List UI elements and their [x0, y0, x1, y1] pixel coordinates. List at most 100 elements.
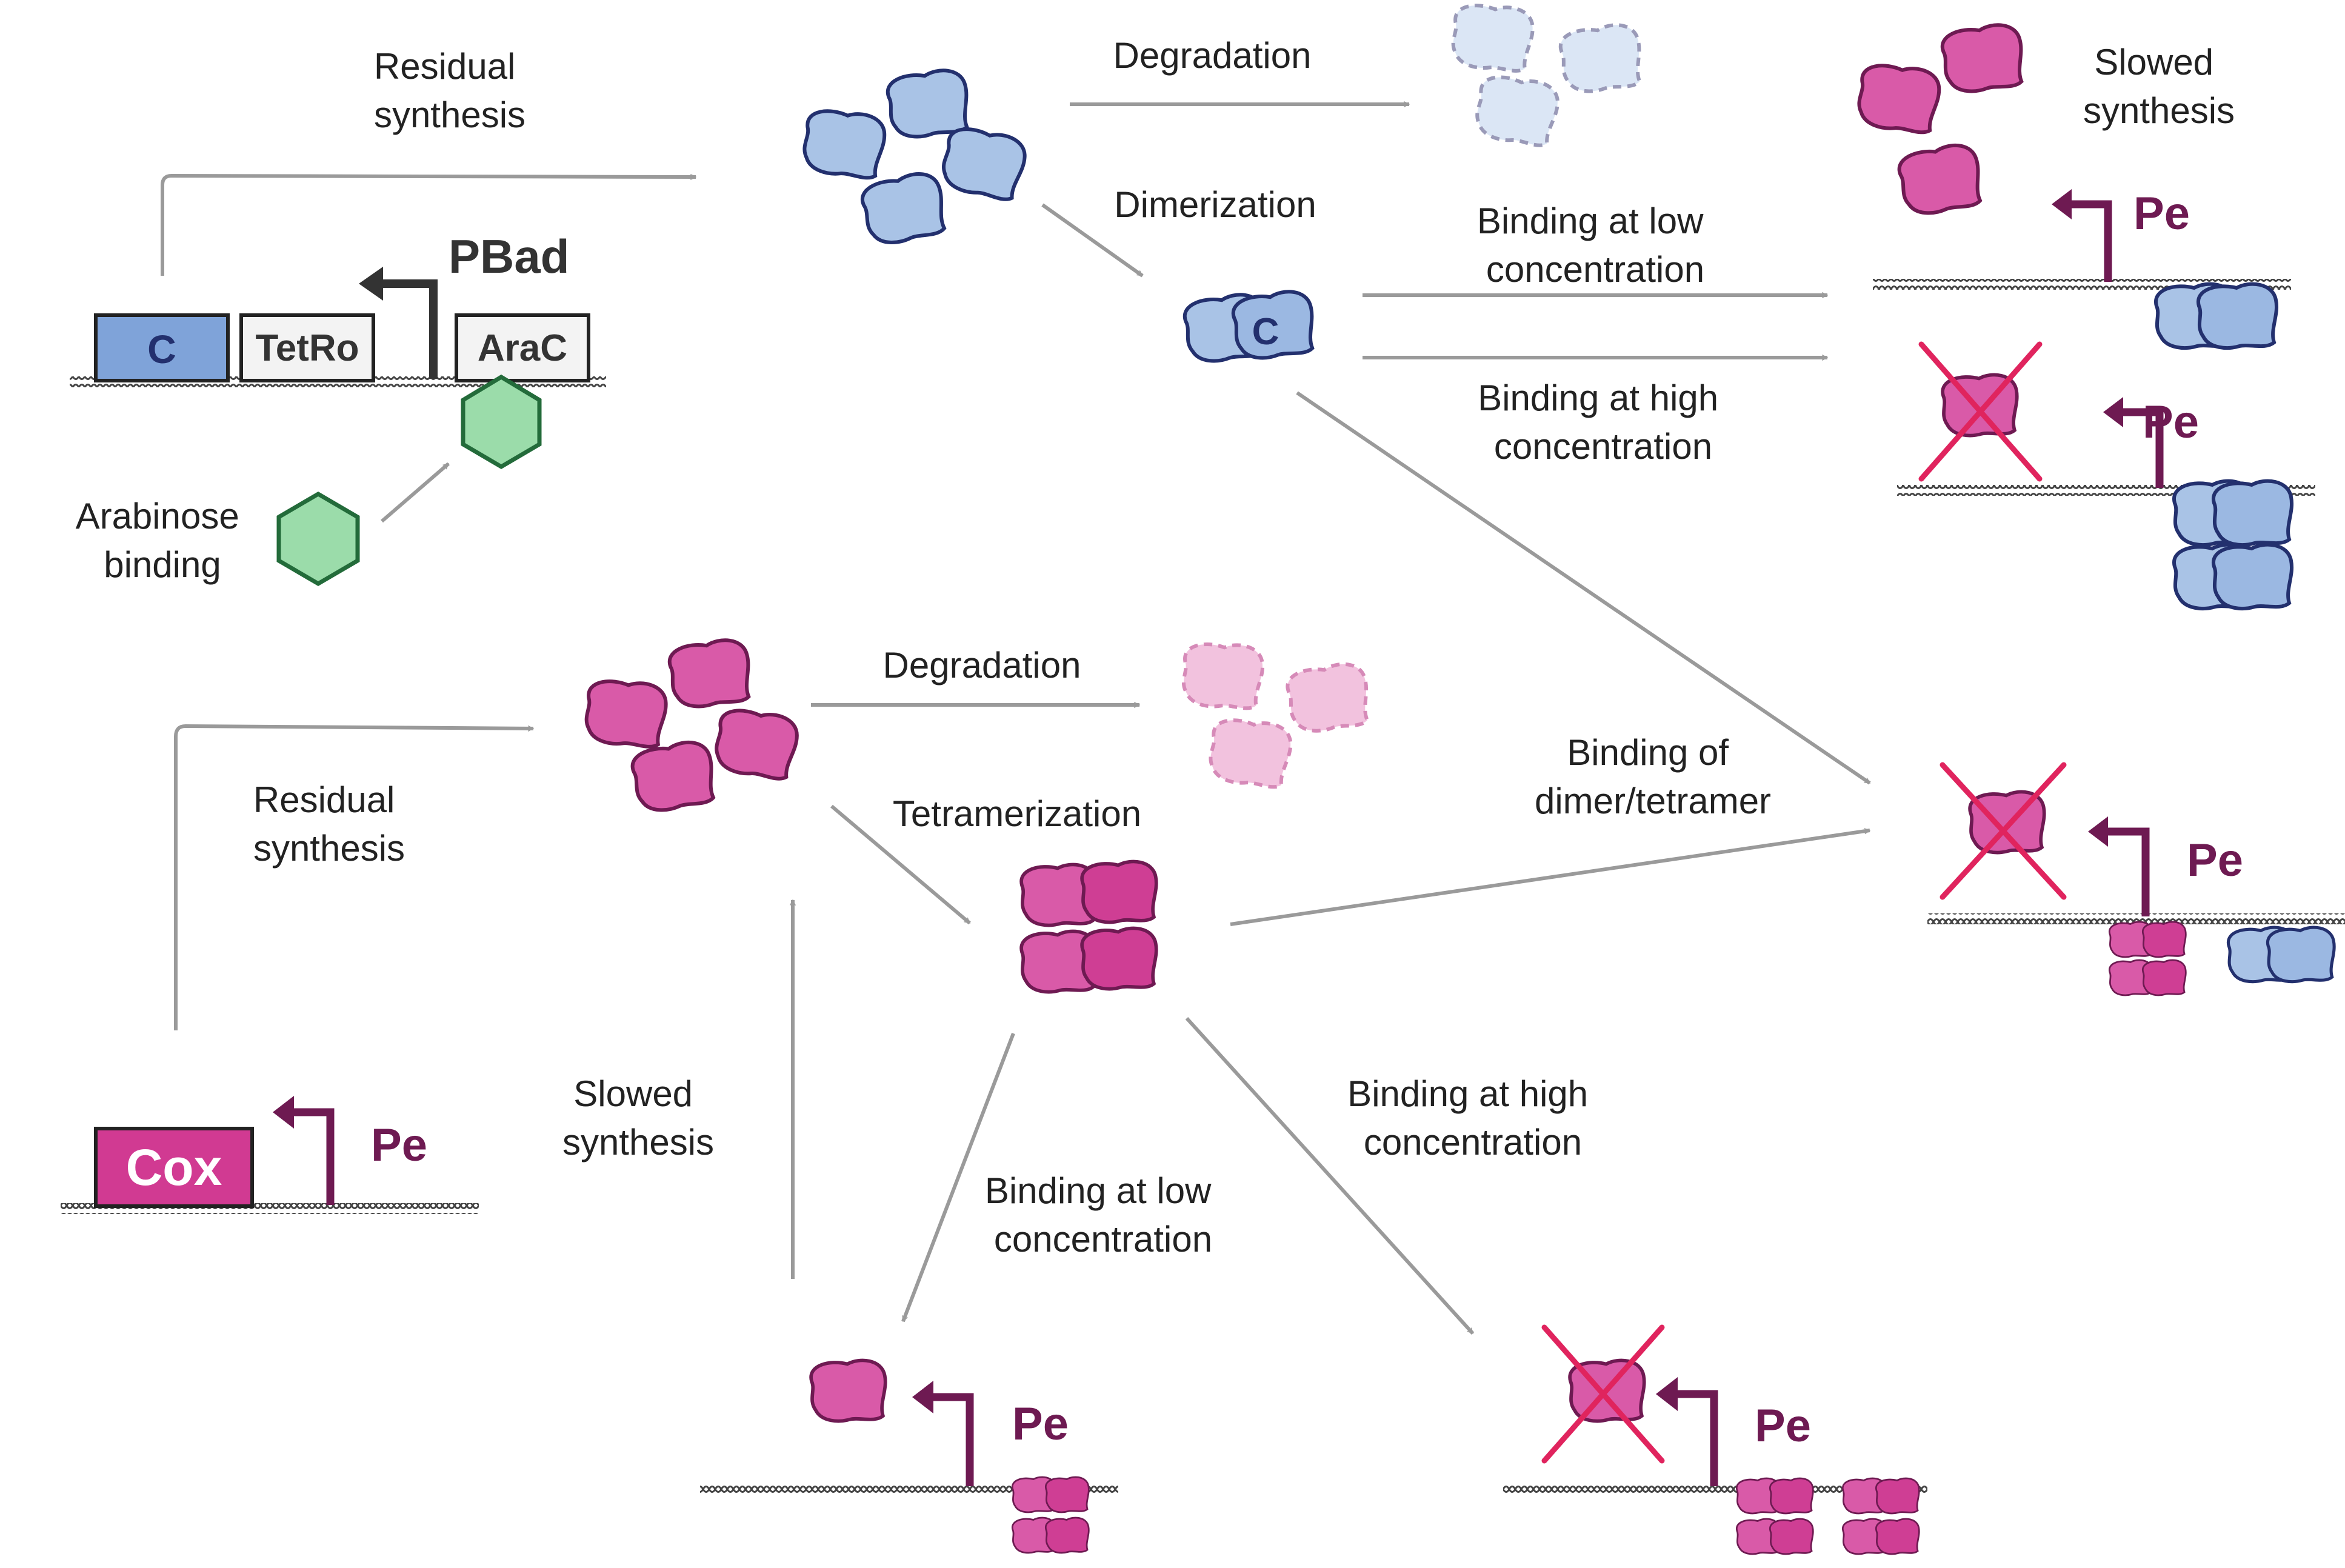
- residual-synthesis-top-label: Residual synthesis: [374, 46, 525, 135]
- arabinose-binding-label: Arabinose binding: [76, 496, 250, 585]
- cox-degraded-cluster: [1180, 639, 1370, 790]
- residual-synthesis-bottom-arrow: [174, 724, 533, 1030]
- gene-cox-box: [94, 1127, 254, 1208]
- tetro-label: TetRo: [255, 327, 359, 369]
- arabinose-binding-arrow: [381, 462, 450, 523]
- pbad-promoter-icon: [376, 279, 438, 379]
- cox-tetramer-bound-icon: [2141, 959, 2187, 996]
- pbad-promoter-arrowhead: [359, 267, 383, 301]
- pe-promoter-icon: [2103, 827, 2150, 916]
- pe-promoter-arrowhead: [912, 1381, 933, 1413]
- pe-label: Pe: [1755, 1400, 1811, 1452]
- cox-tetramer-bound-icon: [1875, 1477, 1920, 1515]
- arac-label: AraC: [478, 327, 567, 369]
- arabinose-hexagon-free-icon: [276, 491, 360, 587]
- residual-synthesis-bottom-label: Residual synthesis: [253, 779, 405, 869]
- binding-high-bottom-label: Binding at high concentration: [1347, 1073, 1598, 1163]
- c-monomer-icon: [937, 122, 1029, 204]
- binding-high-bottom-arrow: [1185, 1016, 1475, 1335]
- c-monomer-icon: [799, 105, 887, 182]
- pbad-construct: C TetRo AraC PBad: [70, 230, 606, 387]
- cox-monomer-icon: [1854, 60, 1942, 136]
- c-dimer-bound-icon: [2267, 927, 2334, 982]
- pe-high-binding-top: Pe: [1897, 341, 2315, 609]
- dimerization-label: Dimerization: [1114, 184, 1316, 225]
- pe-promoter-icon: [929, 1393, 974, 1486]
- cox-tetramer-bound-icon: [1044, 1516, 1090, 1554]
- c-tetramer-bound-icon: [2213, 481, 2292, 545]
- gene-c-box: [94, 313, 230, 382]
- dna-strand: [1503, 1484, 1927, 1495]
- inhibition-cross-icon: [1918, 341, 2043, 482]
- cox-monomer-icon: [711, 704, 801, 783]
- pe-label: Pe: [1012, 1398, 1069, 1450]
- cox-construct: Cox Pe: [61, 1096, 479, 1214]
- text-labels: Residual synthesis Degradation Dimerizat…: [76, 35, 2235, 1259]
- arabinose-molecules: [276, 374, 542, 587]
- cox-tetramer-subunit-icon: [1082, 928, 1156, 989]
- dimer-to-mixed-arrow: [1296, 391, 1871, 785]
- cox-tetramer-bound-icon: [1875, 1518, 1920, 1555]
- pe-mixed-binding: Pe: [1927, 762, 2345, 996]
- dimerization-arrow: [1041, 203, 1144, 278]
- pe-promoter-arrowhead: [2052, 189, 2072, 219]
- c-monomer-icon: [886, 68, 970, 139]
- pe-low-binding-bottom: Pe: [700, 1360, 1118, 1554]
- pe-promoter-arrowhead: [2103, 397, 2123, 427]
- slowed-synthesis-bottom-label: Slowed synthesis: [562, 1073, 714, 1163]
- cox-monomer-icon: [1941, 23, 2024, 93]
- degraded-c-icon: [1472, 71, 1561, 150]
- c-monomer-icon: [859, 170, 947, 247]
- cox-monomer-free-icon: [811, 1360, 886, 1421]
- pe-high-binding-bottom: Pe: [1503, 1324, 1927, 1555]
- c-tetramer-bound-icon: [2213, 545, 2292, 609]
- pbad-label: PBad: [449, 230, 569, 283]
- tetramer-to-mixed-arrow: [1230, 830, 1870, 926]
- residual-synthesis-top-arrow: [161, 176, 696, 276]
- degraded-cox-icon: [1206, 715, 1293, 791]
- cox-monomers-cluster: [582, 638, 801, 813]
- arac-box: [455, 313, 590, 382]
- c-degraded-cluster: [1449, 0, 1643, 149]
- tetro-box: [239, 313, 375, 382]
- gene-c-label: C: [147, 327, 176, 372]
- binding-low-bottom-label: Binding at low concentration: [985, 1170, 1221, 1259]
- binding-low-top-label: Binding at low concentration: [1477, 201, 1713, 290]
- pe-promoter-icon: [290, 1108, 335, 1205]
- degraded-c-icon: [1449, 0, 1535, 74]
- pe-label: Pe: [2143, 396, 2199, 448]
- degraded-cox-icon: [1286, 662, 1370, 733]
- arabinose-hexagon-bound-icon: [461, 374, 542, 470]
- cox-tetramer-subunit-icon: [1082, 861, 1156, 922]
- degraded-c-icon: [1559, 23, 1643, 93]
- cox-tetramer: [1021, 861, 1156, 992]
- cox-slowed-monomers: [1854, 23, 2024, 216]
- pe-promoter-arrowhead: [1656, 1377, 1678, 1411]
- pe-label: Pe: [2187, 835, 2243, 886]
- degradation-top-label: Degradation: [1113, 35, 1312, 76]
- inhibition-cross-icon: [1940, 762, 2067, 900]
- binding-dimer-tetramer-label: Binding of dimer/tetramer: [1535, 732, 1771, 821]
- degraded-cox-icon: [1180, 639, 1264, 711]
- cox-tetramer-bound-icon: [1769, 1477, 1814, 1515]
- inhibition-cross-icon: [1541, 1324, 1665, 1464]
- cox-monomer-icon: [668, 638, 752, 709]
- dna-strand: [1927, 913, 2345, 924]
- binding-high-top-label: Binding at high concentration: [1478, 378, 1729, 467]
- arrows: [161, 104, 1871, 1335]
- pe-label: Pe: [371, 1119, 427, 1171]
- tetramerization-label: Tetramerization: [893, 793, 1141, 834]
- pe-label: Pe: [2133, 188, 2190, 239]
- binding-low-bottom-arrow: [901, 1032, 1015, 1321]
- pe-promoter-arrowhead: [273, 1096, 294, 1129]
- tetramerization-arrow: [830, 804, 971, 925]
- degradation-bottom-label: Degradation: [883, 645, 1081, 686]
- c-monomers-cluster: [799, 68, 1029, 247]
- cox-tetramer-bound-icon: [1769, 1518, 1814, 1555]
- cox-tetramer-bound-icon: [1044, 1476, 1090, 1513]
- pe-promoter-icon: [2067, 200, 2112, 282]
- pe-promoter-icon: [1673, 1390, 1718, 1486]
- cox-monomer-icon: [582, 676, 669, 750]
- pe-promoter-arrowhead: [2088, 816, 2108, 847]
